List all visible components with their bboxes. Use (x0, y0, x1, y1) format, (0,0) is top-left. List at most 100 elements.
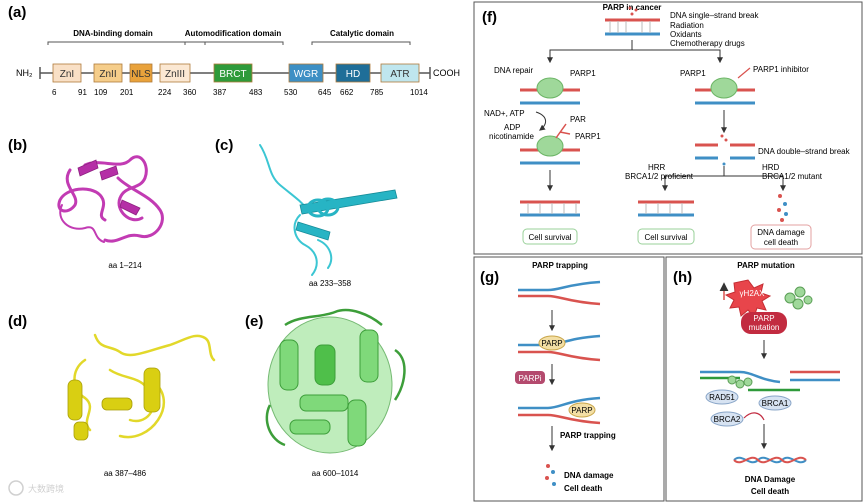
trapping-label: PARP trapping (560, 431, 616, 440)
survival-label-1: Cell survival (528, 233, 571, 242)
hrr-label-2: BRCA1/2 proficient (625, 172, 694, 181)
panel-a: (a) DNA-binding domain Automodification … (8, 4, 460, 97)
brca-arc (743, 412, 765, 421)
panel-h-label: (h) (673, 269, 692, 286)
h-death-label: Cell death (751, 487, 789, 496)
position-label: 785 (370, 88, 384, 97)
panel-h-frame (665, 256, 863, 502)
protein-structure-c (259, 144, 333, 276)
damage-line-4: Chemotherapy drugs (670, 39, 745, 48)
arrow-to-hrr (662, 166, 725, 192)
h-damage-label: DNA Damage (745, 475, 796, 484)
adp-label-2: nicotinamide (489, 132, 534, 141)
parp1-label-left: PARP1 (570, 69, 596, 78)
dna-dsb (695, 134, 755, 166)
parp-bubble-1 (538, 335, 566, 351)
dsb-label: DNA double–strand break (758, 147, 851, 156)
g-death-label: Cell death (564, 484, 602, 493)
panel-c-label: (c) (215, 137, 233, 154)
position-label: 387 (213, 88, 227, 97)
position-label: 201 (120, 88, 134, 97)
rad51-beads (727, 375, 753, 389)
hrr-label-1: HRR (648, 163, 666, 172)
position-label: 662 (340, 88, 354, 97)
domain-wgr-label: WGR (294, 69, 318, 80)
panel-d: (d) aa 387–486 (8, 313, 216, 478)
panel-d-label: (d) (8, 313, 27, 330)
panel-g-frame (473, 256, 665, 502)
position-label: 483 (249, 88, 263, 97)
parpi-box (515, 371, 545, 384)
panel-g-title: PARP trapping (532, 261, 588, 270)
mutation-label-1: PARP (753, 314, 774, 323)
c-terminus-label: COOH (433, 68, 460, 78)
position-label: 6 (52, 88, 57, 97)
dna-fork-1 (518, 280, 601, 306)
domain-nls-box (129, 63, 153, 83)
panel-e: (e) aa 600–1014 (245, 308, 406, 478)
nad-arrow (535, 111, 546, 131)
g-fragments (545, 464, 556, 486)
position-label: 224 (158, 88, 172, 97)
panel-c: (c) aa 233–358 (215, 137, 398, 288)
hr-dna (700, 370, 840, 392)
arrow-to-inhibitor (632, 49, 723, 64)
domain-znii-box (93, 63, 123, 83)
helix-c (295, 189, 398, 241)
panel-h: (h) PARP mutation γH2AX PARP mutation RA… (665, 256, 863, 502)
parp-label-1: PARP (541, 339, 562, 348)
domain-zni-box (52, 63, 82, 83)
dna-fragments (777, 194, 788, 222)
domain-hd-box (335, 63, 371, 83)
dna-repair-label: DNA repair (494, 66, 533, 75)
caption-b: aa 1–214 (108, 261, 142, 270)
damage-line-1: DNA single–strand break (670, 11, 759, 20)
rad51-bubble (705, 389, 739, 405)
position-label: 645 (318, 88, 332, 97)
watermark: 大数跨境 (8, 480, 64, 496)
brca1-bubble (758, 395, 792, 411)
position-label: 360 (183, 88, 197, 97)
protein-structure-b (57, 155, 164, 243)
domain-atr-label: ATR (390, 69, 409, 80)
death-box (750, 224, 812, 250)
position-label: 109 (94, 88, 108, 97)
adp-label-1: ADP (504, 123, 520, 132)
parpi-label: PARPi (519, 374, 542, 383)
watermark-text: 大数跨境 (28, 483, 64, 494)
domain-znii-label: ZnII (99, 69, 116, 80)
group-dna-binding (47, 41, 206, 45)
brca1-label: BRCA1 (762, 399, 789, 408)
panel-f-frame (473, 1, 863, 255)
n-terminus-label: NH₂ (16, 68, 33, 78)
domain-hd-label: HD (346, 69, 360, 80)
panel-f-label: (f) (482, 9, 497, 26)
h2ax-burst (724, 279, 772, 318)
domain-nls-label: NLS (131, 69, 151, 80)
dna-parp1-right (695, 77, 755, 105)
helix-d (67, 367, 161, 441)
death-label-2: cell death (764, 238, 798, 247)
molecule-cluster (784, 286, 813, 310)
group-label-catalytic: Catalytic domain (330, 29, 394, 38)
group-catalytic (311, 41, 411, 45)
protein-structure-e (265, 308, 406, 454)
helix-b (77, 159, 141, 216)
rad51-label: RAD51 (709, 393, 735, 402)
group-label-automod: Automodification domain (185, 29, 282, 38)
inhibitor-arrow (737, 67, 751, 79)
domain-zni-label: ZnI (60, 69, 74, 80)
position-label: 1014 (410, 88, 428, 97)
position-label: 91 (78, 88, 87, 97)
brca2-bubble (710, 411, 744, 427)
parp-mutation-box (741, 312, 787, 334)
hrd-label-1: HRD (762, 163, 780, 172)
panel-f-title: PARP in cancer (603, 3, 662, 12)
dna-parp1-par (520, 123, 580, 165)
arrow-to-repair (547, 40, 633, 64)
survival-box-1 (522, 228, 578, 245)
parp1-label-left-2: PARP1 (575, 132, 601, 141)
panel-g-label: (g) (480, 269, 499, 286)
caption-c: aa 233–358 (309, 279, 352, 288)
